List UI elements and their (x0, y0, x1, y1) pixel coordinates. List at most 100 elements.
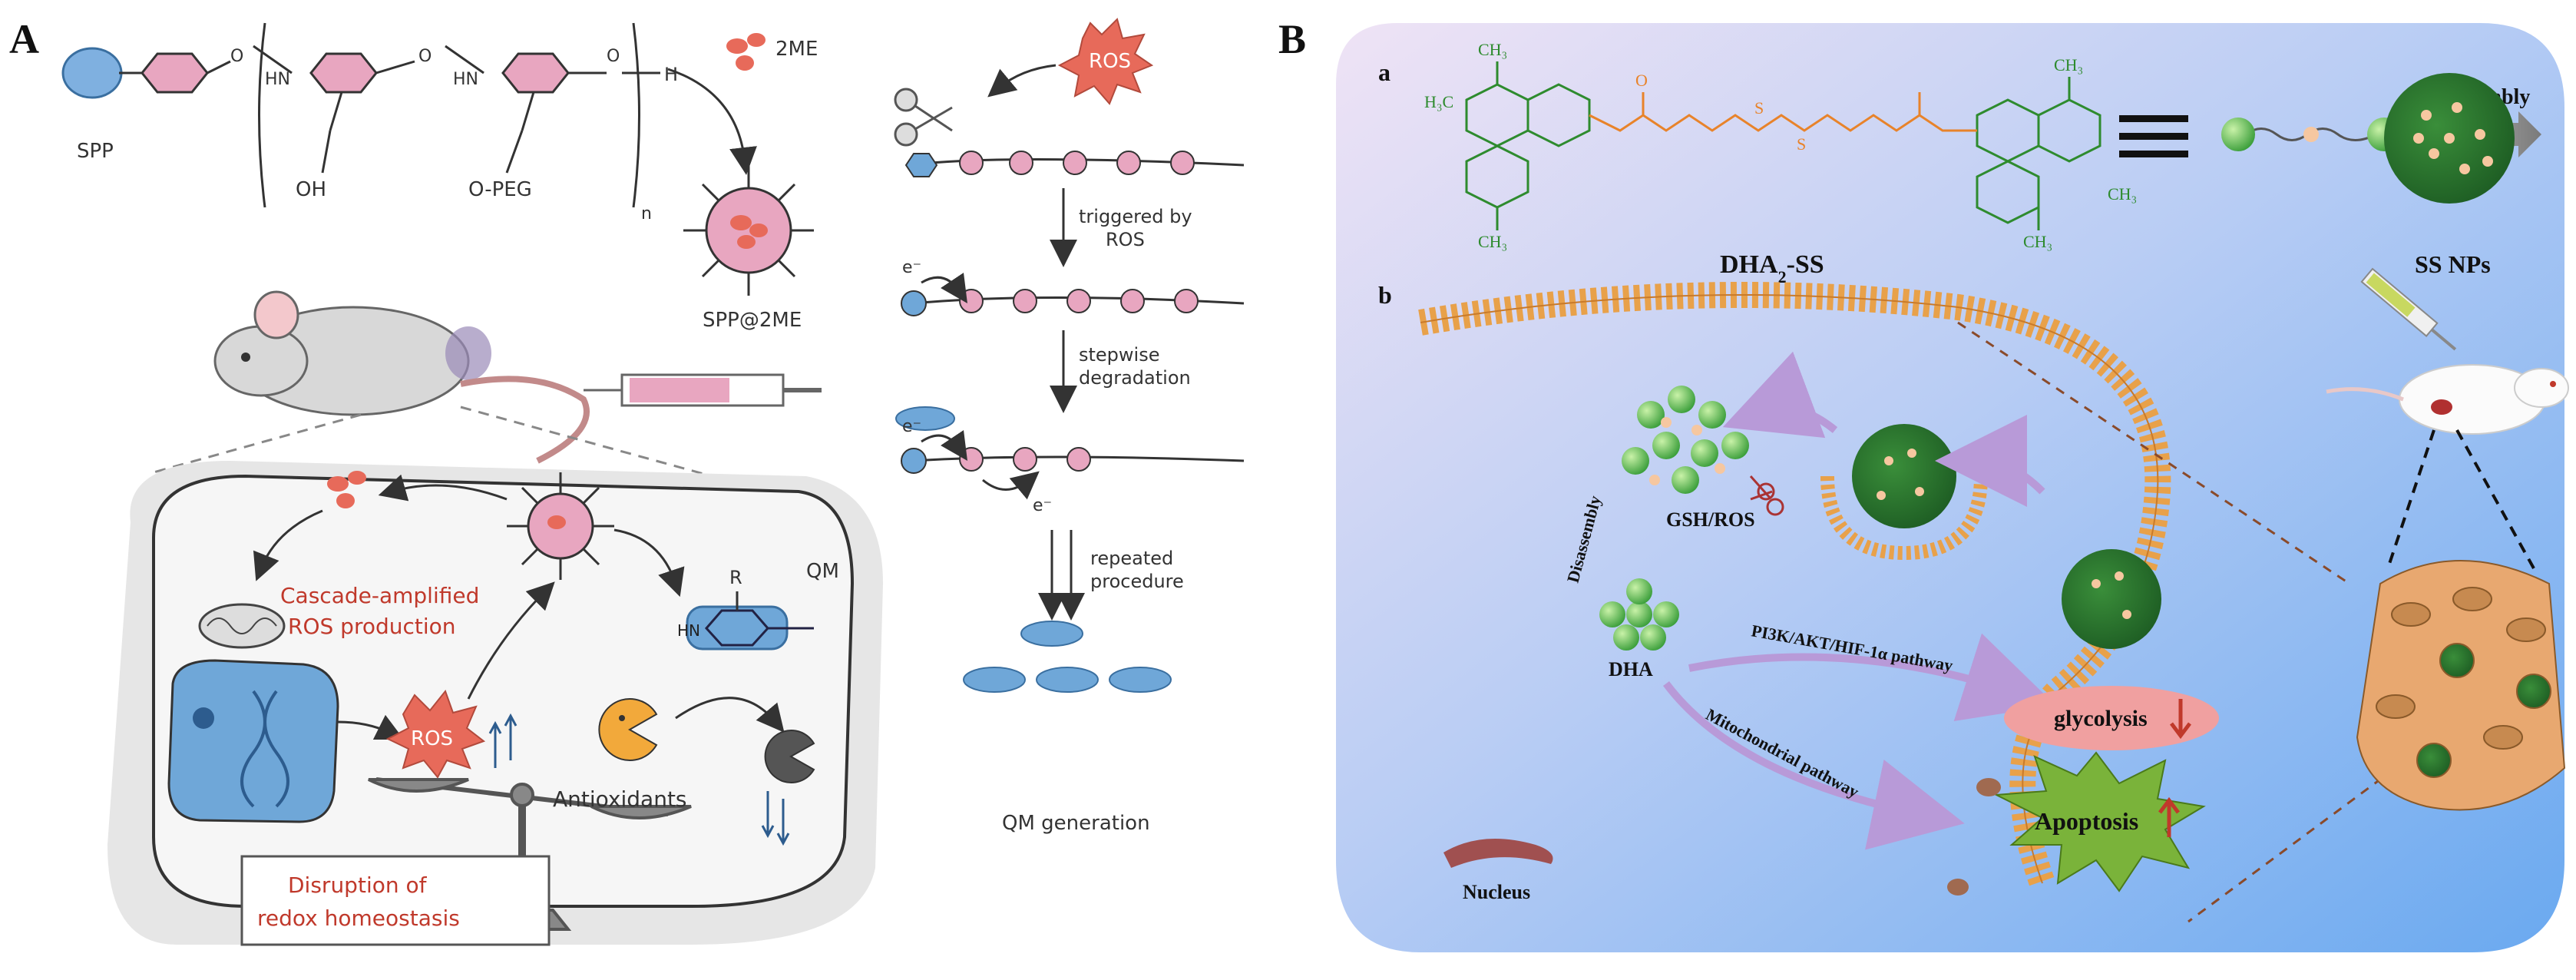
arrow-nucleus-to-ros-icon (337, 714, 405, 740)
degradation-label: degradation (1079, 367, 1191, 389)
panel-b-letter: B (1278, 16, 1307, 62)
spp-polymer-structure (61, 22, 660, 208)
ros-cell-label: ROS (411, 727, 453, 750)
ss-nps-label: SS NPs (2415, 250, 2491, 278)
triggered-by-label: triggered by (1079, 206, 1192, 227)
vesicles-icon (1947, 778, 2001, 896)
dha2ss-structure (1465, 61, 2101, 230)
ros-burst-top-icon (1057, 18, 1154, 105)
arrow-drug-to-cascade-icon (253, 509, 323, 581)
arrow-uptake-1-icon (1935, 415, 2045, 508)
polymer-hn2-label: HN (453, 70, 478, 89)
qm-molecule-icon (686, 591, 814, 651)
spp-2me-nanoparticle-icon (683, 165, 814, 296)
apoptosis-burst-icon (1993, 751, 2206, 892)
ch3-2-label: CH₃ (1478, 40, 1507, 59)
pacman-yellow-icon (598, 698, 658, 761)
o-label: O (1635, 71, 1648, 90)
arrow-to-nanoparticle-icon (667, 68, 757, 175)
panel-a-letter: A (9, 16, 39, 62)
qm-label: QM (806, 560, 839, 583)
disruption-box (240, 855, 551, 946)
cleavage-scissors-icon (1749, 475, 1784, 516)
mitochondria-icon (198, 603, 286, 649)
dha-cluster-icon (1599, 578, 1679, 651)
mouse-icon (213, 290, 590, 464)
ros-top-label: ROS (1089, 50, 1131, 73)
pacman-gray-icon (764, 730, 815, 783)
sub-panel-b-label: b (1378, 281, 1392, 309)
polymer-n-label: n (641, 204, 652, 223)
ch3-3-label: CH₃ (1478, 232, 1507, 251)
cascade-line1-label: Cascade-amplified (280, 583, 479, 608)
arrow-to-glycolysis-icon (1688, 633, 2056, 721)
polymer-chain-2 (901, 273, 1245, 316)
cell-nanoparticle-icon (507, 472, 614, 580)
arrow-uptake-2-icon (1722, 351, 1838, 439)
qm-blobs-bottom-icon (963, 621, 1172, 693)
ch3-6-label: CH₃ (2108, 184, 2137, 204)
s2-label: S (1797, 134, 1806, 154)
arrow-ros-to-np-icon (467, 581, 555, 700)
qm-blob-1-icon (895, 406, 955, 431)
s1-label: S (1754, 98, 1764, 118)
arrow-pacman-icon (675, 697, 785, 733)
panel-a-diagram: SPP OH O-PEG HN HN O O O H n 2ME SPP@2ME (61, 18, 1245, 946)
stepwise-label: stepwise (1079, 344, 1159, 366)
polymer-h-label: H (664, 64, 678, 85)
electron-1-label: e⁻ (902, 258, 921, 277)
antioxidant-down-arrows-icon (761, 791, 790, 846)
procedure-label: procedure (1090, 571, 1184, 592)
polymer-chain-3 (901, 430, 1245, 500)
polymer-oh-label: OH (296, 178, 326, 201)
qm-hn-label: HN (677, 621, 700, 640)
apoptosis-label: Apoptosis (2035, 807, 2138, 835)
syringe-b-icon (2360, 267, 2457, 351)
polymer-hn1-label: HN (265, 70, 290, 89)
ch3-5-label: CH₃ (2023, 232, 2052, 251)
electron-3-label: e⁻ (1033, 496, 1052, 515)
ros-up-arrows-icon (488, 713, 518, 768)
arrow-ros-to-chain-icon (987, 64, 1057, 98)
ros-burst-cell-icon (385, 689, 486, 779)
dha2ss-label: DHA2-SS (1720, 250, 1824, 286)
scissors-icon (894, 88, 953, 147)
triggered-ros-label: ROS (1106, 229, 1145, 250)
cascade-line2-label: ROS production (288, 614, 456, 639)
qm-generation-label: QM generation (1002, 812, 1150, 835)
disruption-line2-label: redox homeostasis (257, 906, 460, 931)
polymer-chain-1 (904, 151, 1245, 177)
disruption-line1-label: Disruption of (288, 872, 428, 898)
zoom-b-line-right (2455, 429, 2535, 569)
polymer-spp-label: SPP (77, 140, 114, 163)
ch3-1-label: H₃C (1424, 92, 1453, 111)
drug-2me-icon (726, 33, 766, 71)
nucleus-label: Nucleus (1463, 881, 1530, 903)
glycolysis-ellipse (2004, 686, 2219, 750)
zoom-b-line-membrane (1957, 321, 2350, 585)
sub-panel-a-label: a (1378, 58, 1391, 86)
arrow-np-to-qm-icon (613, 528, 685, 598)
electron-2-label: e⁻ (902, 417, 921, 436)
arrow-to-apoptosis-icon (1663, 680, 1965, 850)
glycolysis-label: glycolysis (2054, 706, 2148, 731)
apoptosis-up-arrow-icon (2158, 796, 2180, 837)
endosome-np-icon (1820, 424, 1988, 561)
ss-nps-ball (2384, 73, 2515, 204)
polymer-o2-label: O (418, 47, 432, 66)
polymer-o3-label: O (607, 47, 620, 66)
spp-2me-label: SPP@2ME (703, 309, 802, 332)
white-mouse-icon (2326, 364, 2569, 435)
cell-drug-icon (327, 471, 366, 508)
arrow-np-to-drug-icon (378, 474, 508, 502)
ch3-4-label: CH₃ (2054, 55, 2083, 74)
nucleus-shape-icon (1443, 839, 1553, 868)
antioxidants-label: Antioxidants (553, 786, 687, 812)
repeated-label: repeated (1090, 548, 1173, 569)
zoom-b-line-left (2386, 429, 2435, 569)
drug-2me-label: 2ME (775, 38, 818, 61)
np-entering-icon (2062, 549, 2161, 649)
polymer-o1-label: O (230, 47, 243, 66)
equivalence-icon (2119, 115, 2188, 157)
syringe-icon (584, 373, 822, 407)
